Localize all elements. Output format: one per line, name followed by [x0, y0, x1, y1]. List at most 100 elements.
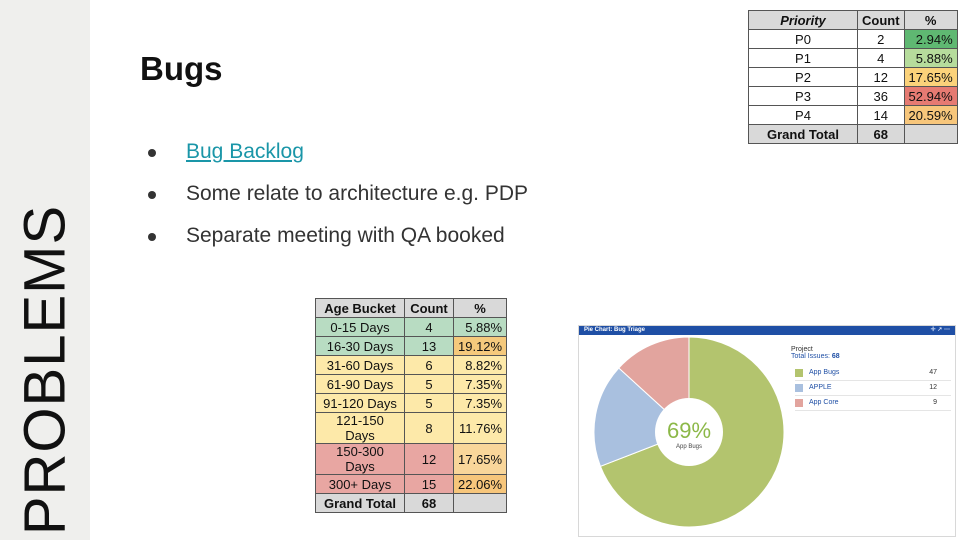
total-label-cell: Grand Total: [748, 124, 858, 144]
priority-cell: P4: [748, 105, 858, 125]
bug-backlog-link[interactable]: Bug Backlog: [186, 140, 304, 163]
percent-cell: 11.76%: [452, 412, 508, 444]
age-bucket-cell: 61-90 Days: [315, 374, 405, 394]
bullet-item: Bug Backlog: [148, 135, 528, 177]
priority-cell: P3: [748, 86, 858, 106]
age-bucket-cell: 16-30 Days: [315, 336, 405, 356]
total-percent-cell: [903, 124, 958, 144]
count-cell: 36: [857, 86, 905, 106]
total-count-cell: 68: [857, 124, 905, 144]
percent-cell: 20.59%: [903, 105, 958, 125]
count-cell: 8: [404, 412, 454, 444]
count-cell: 6: [404, 355, 454, 375]
legend-item[interactable]: App Bugs 47: [795, 366, 951, 381]
count-cell: 12: [857, 67, 905, 87]
total-issues-label: Total Issues:: [791, 353, 830, 360]
percent-cell: 7.35%: [452, 374, 508, 394]
percent-cell: 22.06%: [452, 474, 508, 494]
pie-center-label: App Bugs: [675, 444, 703, 450]
donut-hole: [655, 398, 723, 466]
percent-cell: 5.88%: [903, 48, 958, 68]
pie-legend: Project Total Issues: 68 App Bugs 47 APPL…: [791, 346, 951, 411]
column-header: Priority: [748, 10, 858, 30]
total-label-cell: Grand Total: [315, 493, 405, 513]
bullet-list: Bug Backlog Some relate to architecture …: [148, 135, 528, 261]
column-header: Age Bucket: [315, 298, 405, 318]
legend-item[interactable]: APPLE 12: [795, 381, 951, 396]
age-bucket-cell: 121-150 Days: [315, 412, 405, 444]
percent-cell: 19.12%: [452, 336, 508, 356]
bullet-dot-icon: [148, 191, 156, 199]
legend-swatch-icon: [795, 369, 803, 377]
panel-title-bar: Pie Chart: Bug Triage ✛ ↗ ⋯: [579, 326, 955, 335]
count-cell: 15: [404, 474, 454, 494]
legend-label: APPLE: [809, 384, 832, 391]
legend-label: App Bugs: [809, 369, 840, 376]
column-header: Count: [404, 298, 454, 318]
legend-swatch-icon: [795, 384, 803, 392]
percent-cell: 2.94%: [903, 29, 958, 49]
count-cell: 4: [857, 48, 905, 68]
count-cell: 2: [857, 29, 905, 49]
percent-cell: 17.65%: [452, 443, 508, 475]
side-title: PROBLEMS: [12, 204, 78, 536]
bullet-item: Some relate to architecture e.g. PDP: [148, 177, 528, 219]
percent-cell: 5.88%: [452, 317, 508, 337]
age-bucket-cell: 31-60 Days: [315, 355, 405, 375]
pie-chart-panel: Pie Chart: Bug Triage ✛ ↗ ⋯ 69% App Bugs…: [578, 325, 956, 537]
count-cell: 4: [404, 317, 454, 337]
age-bucket-cell: 91-120 Days: [315, 393, 405, 413]
legend-swatch-icon: [795, 399, 803, 407]
table-header-row: Age Bucket Count %: [315, 298, 508, 318]
legend-value: 12: [929, 384, 937, 391]
bullet-item: Separate meeting with QA booked: [148, 219, 528, 261]
bullet-dot-icon: [148, 233, 156, 241]
pie-center-percent: 69%: [666, 418, 712, 443]
pie-slice-apple[interactable]: [593, 367, 690, 467]
legend-value: 47: [929, 369, 937, 376]
column-header: %: [903, 10, 958, 30]
bullet-text: Separate meeting with QA booked: [186, 224, 505, 247]
bullet-dot-icon: [148, 149, 156, 157]
count-cell: 5: [404, 374, 454, 394]
bullet-text: Some relate to architecture e.g. PDP: [186, 182, 528, 205]
legend-item[interactable]: App Core 9: [795, 396, 951, 411]
legend-value: 9: [933, 399, 937, 406]
slide-title: Bugs: [140, 50, 223, 87]
count-cell: 14: [857, 105, 905, 125]
column-header: Count: [857, 10, 905, 30]
legend-label: App Core: [809, 399, 839, 406]
panel-controls-icon[interactable]: ✛ ↗ ⋯: [930, 327, 950, 333]
priority-cell: P0: [748, 29, 858, 49]
percent-cell: 52.94%: [903, 86, 958, 106]
count-cell: 13: [404, 336, 454, 356]
legend-total: Total Issues: 68: [791, 353, 951, 360]
priority-cell: P1: [748, 48, 858, 68]
table-header-row: Priority Count %: [748, 10, 958, 30]
percent-cell: 8.82%: [452, 355, 508, 375]
count-cell: 5: [404, 393, 454, 413]
total-percent-cell: [452, 493, 508, 513]
side-panel: PROBLEMS: [0, 0, 90, 540]
count-cell: 12: [404, 443, 454, 475]
age-bucket-cell: 300+ Days: [315, 474, 405, 494]
legend-project-label: Project: [791, 346, 813, 353]
percent-cell: 17.65%: [903, 67, 958, 87]
